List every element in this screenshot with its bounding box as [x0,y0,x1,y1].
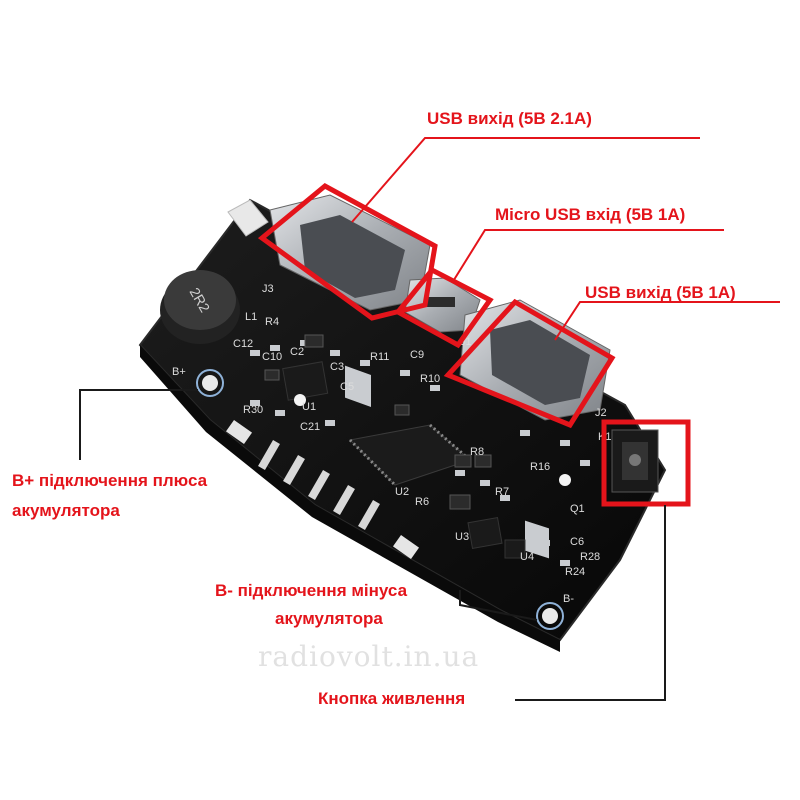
leader-micro-usb [451,229,724,284]
silk-r30: R30 [243,404,263,416]
chip-u1 [282,361,329,401]
silk-r10: R10 [420,373,440,385]
silk-r11: R11 [370,351,389,363]
label-usb-out-21a: USB вихід (5В 2.1А) [427,109,592,128]
label-b-minus-line1: B- підключення мінуса [215,581,408,600]
side-pad-1 [225,419,253,445]
callout-box-power-button [601,419,691,507]
mount-hole-2 [559,474,571,486]
chip-u3 [467,517,503,549]
silk-r28: R28 [580,551,600,563]
silk-c21: C21 [300,421,320,433]
label-b-minus-line2: акумулятора [275,609,383,628]
leader-b-plus [79,389,198,460]
b-plus-pad [196,369,224,397]
silk-c9: C9 [410,349,424,361]
leader-b-minus [459,590,538,621]
silk-c12: C12 [233,338,253,350]
led [227,199,269,237]
silk-j2: J2 [595,407,607,419]
callout-box-micro-usb [394,266,494,349]
power-button [611,429,659,493]
silk-u1: U1 [302,401,316,413]
inductor: 2R2 [160,270,240,344]
label-b-plus-line1: B+ підключення плюса [12,471,208,490]
silk-r7: R7 [495,486,509,498]
silk-b-plus: B+ [172,366,186,378]
silk-b-minus: B- [563,593,574,605]
pcb-edge [140,345,560,652]
silk-r24: R24 [565,566,585,578]
led-row [258,440,380,530]
label-usb-out-1a: USB вихід (5В 1А) [585,283,736,302]
silk-l1: L1 [245,311,257,323]
watermark: radiovolt.in.ua [258,640,480,673]
silk-u4: U4 [520,551,534,563]
silk-c2: C2 [290,346,304,358]
silk-u2: U2 [395,486,409,498]
leader-power-button [515,505,666,701]
b-minus-pad [536,602,564,630]
chip-u4 [504,539,526,559]
silk-c3: C3 [330,361,344,373]
silk-c5: C5 [340,381,354,393]
silk-r6: R6 [415,496,429,508]
label-b-plus-line2: акумулятора [12,501,120,520]
silk-r8: R8 [470,446,484,458]
silk-r4: R4 [265,316,279,328]
mount-hole-1 [294,394,306,406]
silk-q1: Q1 [570,503,585,515]
callout-box-usb-1a [443,298,616,429]
silk-c6: C6 [570,536,584,548]
smd-dark-components [264,334,492,510]
leader-usb-21a [351,137,700,223]
silk-u3: U3 [455,531,469,543]
silk-r16: R16 [530,461,550,473]
silk-j1: J1 [460,336,472,348]
label-power-button: Кнопка живлення [318,689,466,708]
silk-c10: C10 [262,351,282,363]
usb-port-21a [269,194,431,408]
side-pad-2 [392,534,420,560]
label-micro-usb-in: Micro USB вхід (5В 1А) [495,205,686,224]
usb-port-1a [459,299,611,559]
silk-j3: J3 [262,283,274,295]
leader-usb-1a [554,301,780,341]
